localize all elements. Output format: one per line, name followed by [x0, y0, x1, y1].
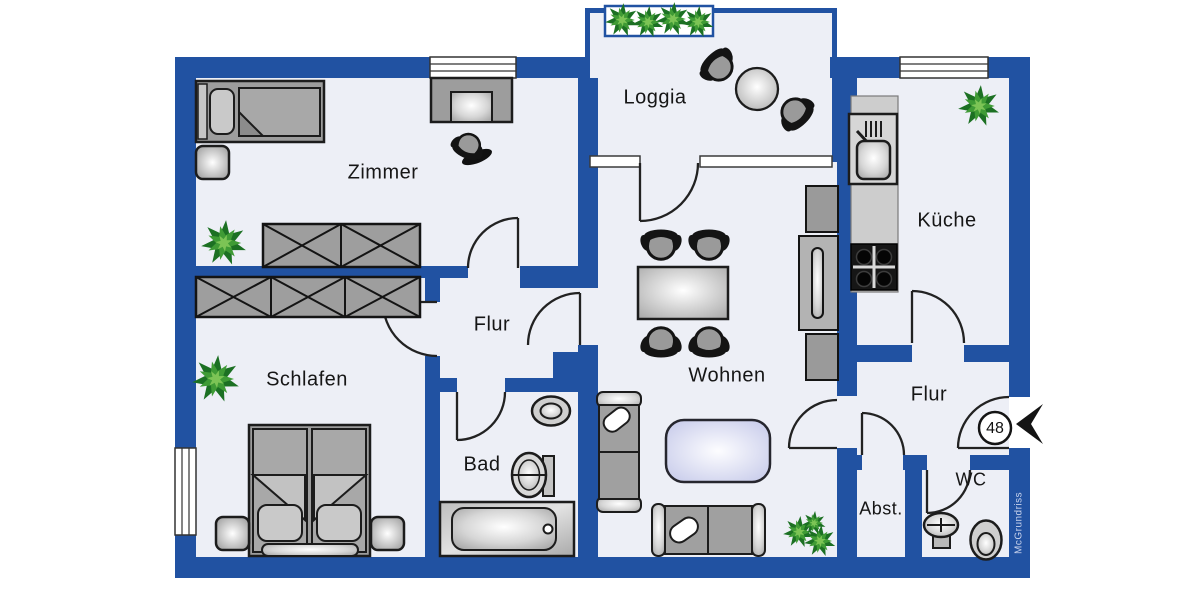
- room-label-flur-center: Flur: [473, 313, 511, 336]
- wall-top-left: [175, 57, 590, 78]
- wall-abst-top-a: [857, 455, 862, 470]
- room-label-flur-right: Flur: [910, 383, 948, 406]
- bathtub-icon: [438, 500, 576, 558]
- window-zimmer: [429, 56, 517, 79]
- room-label-wohnen: Wohnen: [688, 364, 766, 387]
- toilet-icon: [969, 519, 1003, 561]
- room-label-bad: Bad: [463, 453, 501, 476]
- wall-schlafen-flur-a: [425, 266, 440, 302]
- window-kueche: [899, 56, 989, 79]
- sofa-icon: [651, 503, 766, 557]
- dining-table-icon: [636, 265, 730, 321]
- wall-schlafen-flur-b: [425, 356, 440, 557]
- room-label-abstellraum: Abst.: [859, 498, 903, 519]
- door-zimmer: [466, 216, 520, 269]
- wardrobe-icon: [194, 275, 422, 319]
- door-wc: [925, 469, 972, 515]
- door-entrance: [956, 395, 1010, 450]
- wall-bad-top-b: [505, 378, 578, 392]
- loggia-wall-left: [585, 8, 590, 162]
- nightstand-icon: [369, 515, 406, 552]
- wall-abst-wc-divider: [905, 470, 922, 557]
- door-loggia: [638, 162, 700, 223]
- wall-bad-nook: [553, 352, 578, 378]
- watermark: McGrundriss: [1013, 491, 1025, 555]
- door-flur-wohnen: [526, 291, 582, 346]
- wall-wohnen-abst: [837, 448, 857, 557]
- wall-bad-top-a: [440, 378, 457, 392]
- sink-icon: [510, 451, 555, 499]
- desk-icon: [429, 76, 514, 124]
- double-bed-icon: [247, 423, 372, 558]
- kitchen-sink-icon: [847, 112, 899, 186]
- door-abstellraum: [860, 411, 906, 456]
- nightstand-icon: [214, 515, 251, 552]
- sink-icon: [922, 511, 960, 549]
- loggia-glass-front: [589, 155, 833, 168]
- room-label-loggia: Loggia: [623, 86, 687, 109]
- wall-unit-icon: [798, 185, 839, 381]
- flower-box: [602, 0, 719, 42]
- toilet-icon: [530, 395, 572, 427]
- door-kueche: [910, 289, 966, 344]
- room-label-schlafen: Schlafen: [266, 368, 348, 391]
- window-schlafen: [174, 447, 197, 536]
- single-bed-icon: [194, 79, 326, 144]
- entrance-marker: [977, 404, 1043, 446]
- wall-kueche-bottom-a: [857, 345, 912, 362]
- wardrobe-icon: [261, 222, 422, 269]
- room-label-wc: WC: [955, 469, 987, 490]
- stove-icon: [850, 243, 898, 291]
- wall-zimmer-schlafen: [196, 266, 468, 278]
- door-wohnen-flur: [787, 398, 838, 450]
- windows: [174, 0, 1030, 536]
- wall-flur-top: [520, 266, 598, 288]
- wall-abst-wc-top: [903, 455, 927, 470]
- unit-number: 48: [986, 420, 1004, 437]
- balcony-table-icon: [734, 66, 780, 112]
- entrance-arrow-icon: [1016, 404, 1043, 444]
- nightstand-icon: [194, 144, 231, 181]
- rug: [664, 418, 772, 484]
- loggia-wall-right: [832, 8, 837, 162]
- wall-wc-top: [970, 455, 1009, 470]
- desk-chair-icon: [444, 125, 493, 167]
- wall-zimmer-wohnen: [578, 78, 598, 288]
- room-label-zimmer: Zimmer: [347, 161, 419, 184]
- door-bad: [455, 391, 507, 442]
- sofa-icon: [596, 391, 642, 513]
- wall-bottom: [175, 557, 1030, 578]
- wall-bad-wohnen: [578, 345, 598, 557]
- unit-number-badge: [977, 410, 1013, 446]
- room-label-kueche: Küche: [917, 209, 977, 232]
- wall-kueche-bottom-b: [964, 345, 1009, 362]
